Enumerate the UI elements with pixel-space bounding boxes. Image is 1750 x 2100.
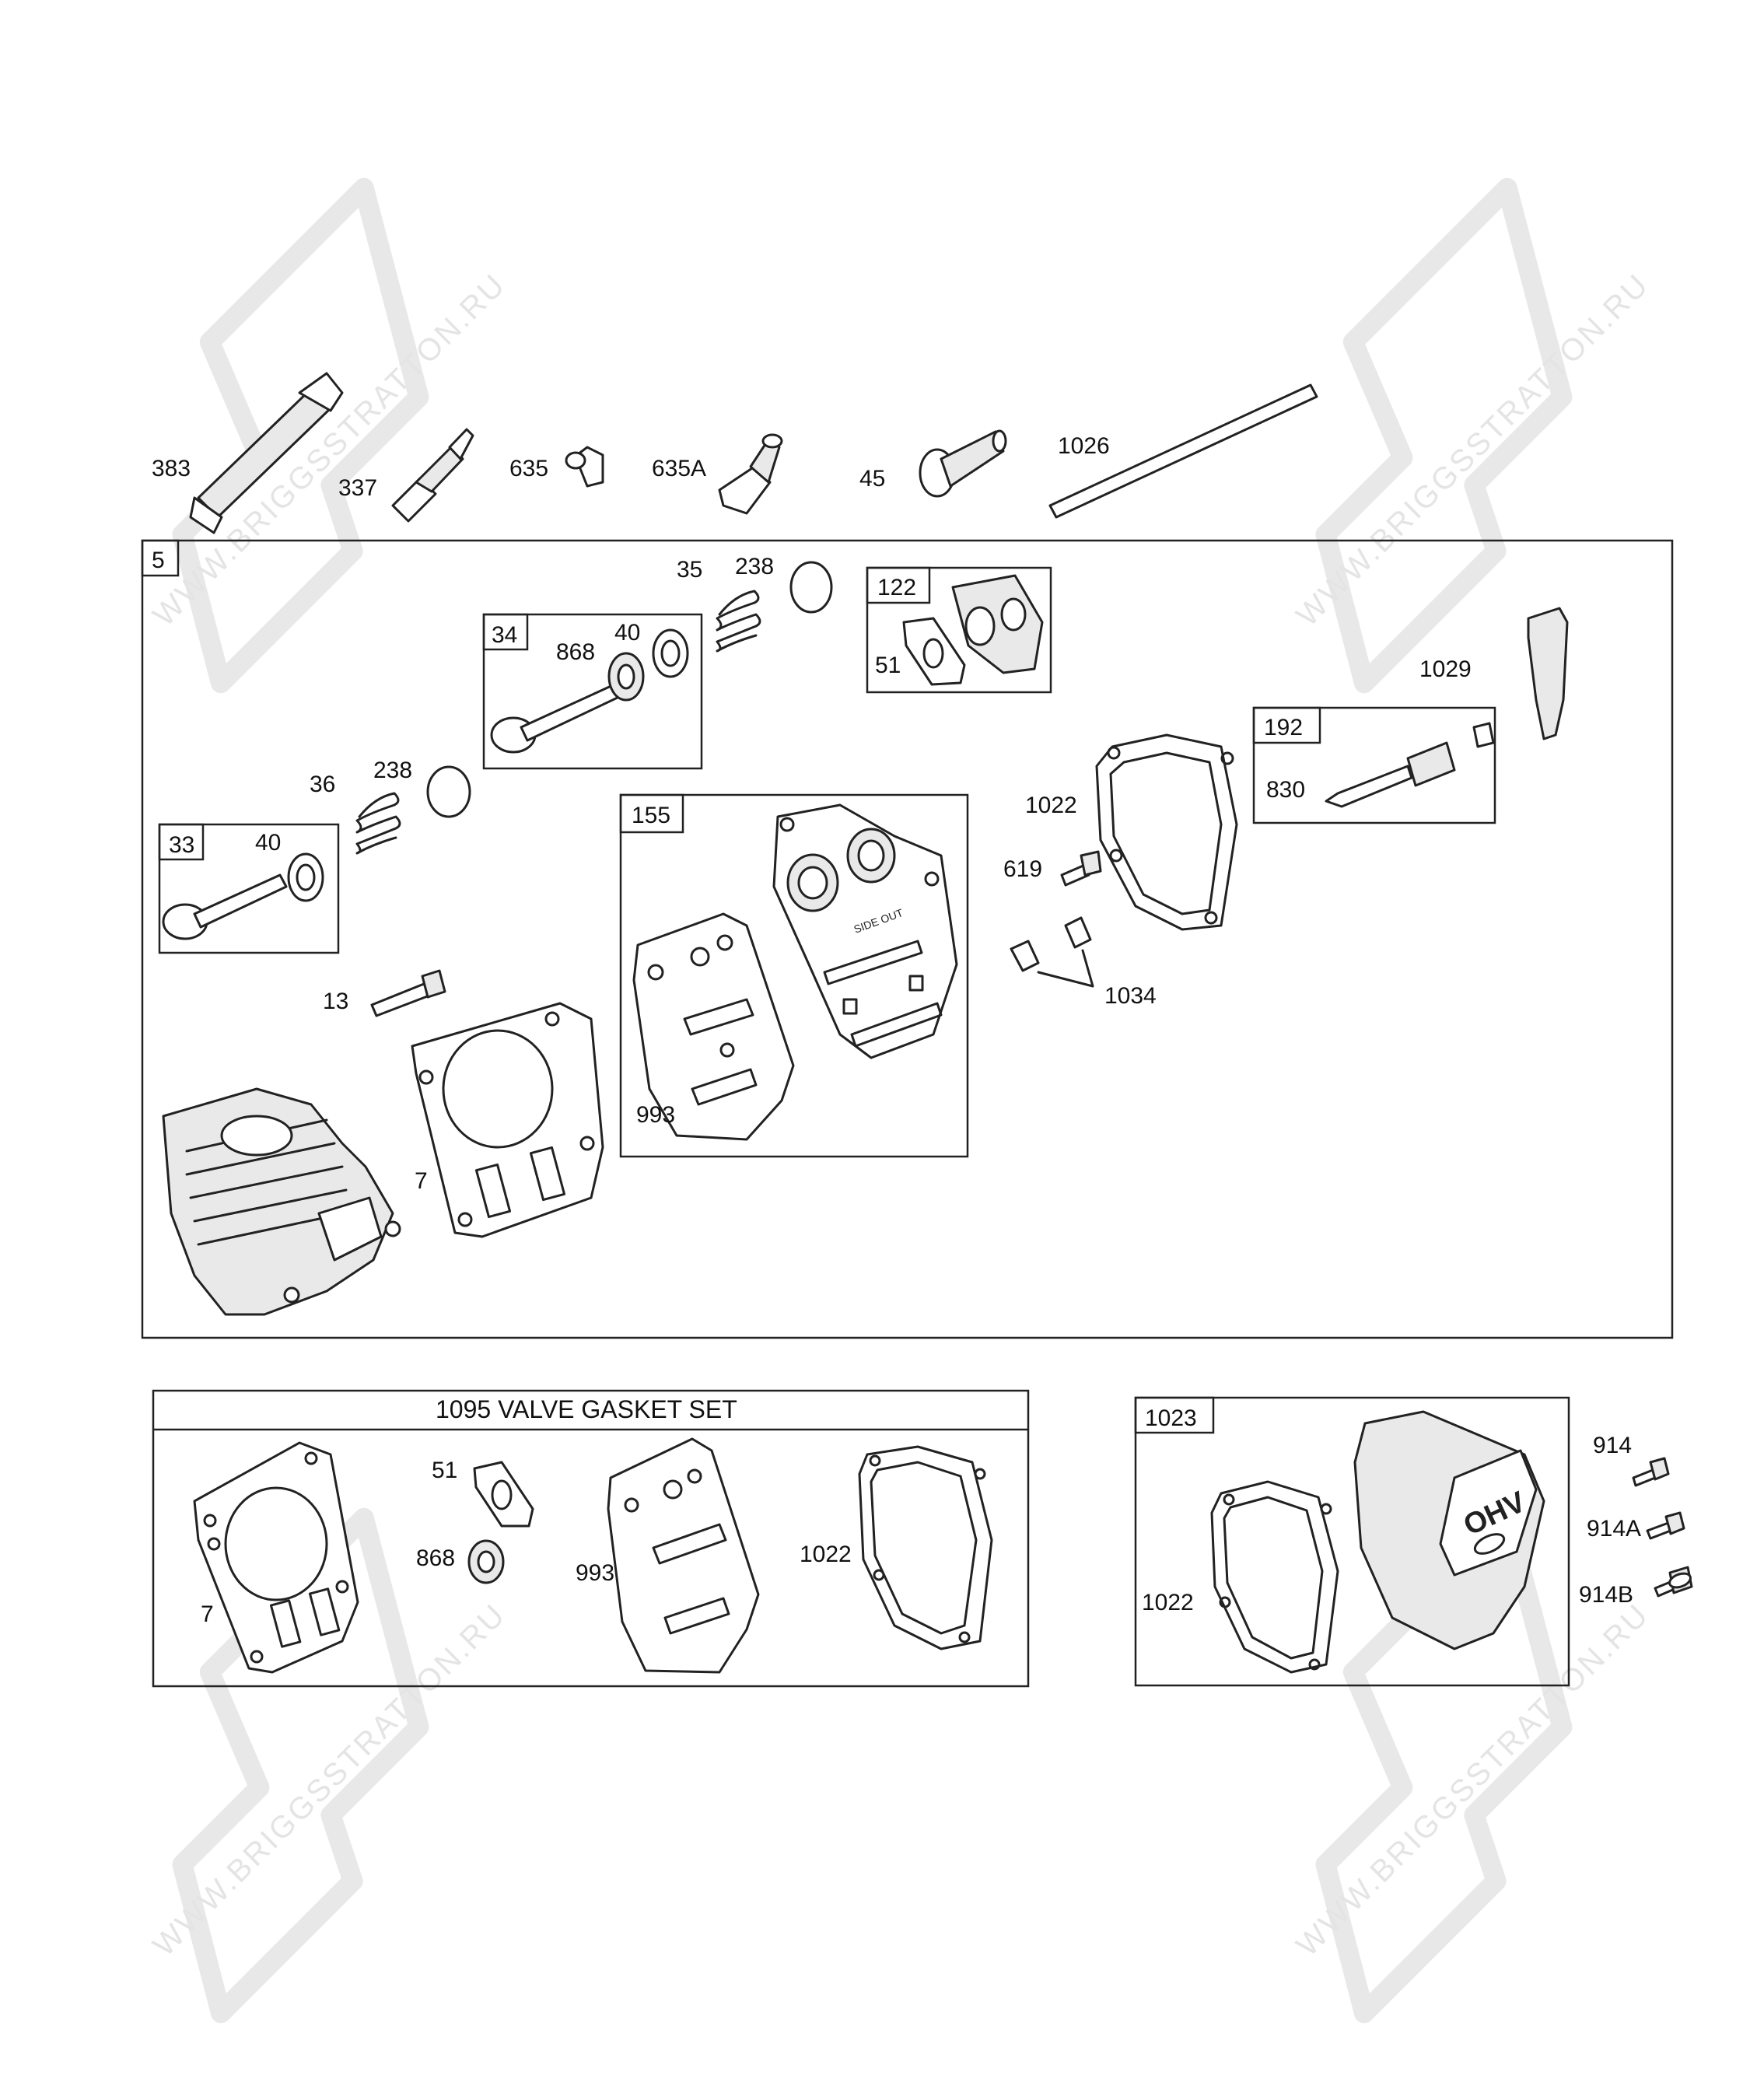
kit-155-number: 155 [632, 803, 670, 828]
part-993-intake-gasket [632, 912, 795, 1141]
cover-kit-box [1134, 1396, 1570, 1687]
label-868-set: 868 [416, 1545, 455, 1571]
label-914: 914 [1593, 1433, 1632, 1458]
part-7-head-gasket [411, 1002, 604, 1238]
label-337: 337 [338, 475, 377, 501]
part-619-bolt [1060, 850, 1102, 887]
part-40-retainer-upper [652, 628, 689, 678]
label-238-upper: 238 [735, 554, 774, 579]
group-5-box [141, 539, 1674, 1339]
kit-155-box [619, 793, 969, 1158]
label-45: 45 [859, 466, 885, 492]
part-1026-push-rod [1048, 383, 1318, 519]
label-7-main: 7 [415, 1168, 428, 1194]
part-1022-cover-gasket-set [858, 1445, 993, 1650]
label-383: 383 [152, 456, 191, 481]
label-1034: 1034 [1104, 983, 1157, 1009]
part-13-head-bolt [370, 969, 446, 1017]
part-51-gasket-set [473, 1461, 534, 1528]
label-830: 830 [1266, 777, 1305, 803]
part-993-intake-gasket-set [607, 1437, 760, 1674]
label-36: 36 [310, 772, 335, 797]
part-155-cylinder-head-gasket: SIDE OUT [772, 803, 958, 1059]
part-238-valve-cap-lower [426, 765, 471, 818]
label-914b: 914B [1579, 1582, 1633, 1608]
cover-kit-number: 1023 [1145, 1405, 1197, 1431]
part-1022-cover-gasket-kit [1210, 1480, 1339, 1674]
kit-34-number: 34 [492, 622, 517, 648]
label-993-set: 993 [576, 1560, 614, 1586]
label-40-kit33: 40 [255, 830, 281, 856]
kit-122-number-box [866, 566, 931, 604]
part-1034-clips [1010, 916, 1094, 988]
group-5-number: 5 [152, 548, 165, 573]
kit-33-number: 33 [169, 832, 194, 858]
label-1022-main: 1022 [1025, 793, 1077, 818]
label-993-kit155: 993 [636, 1102, 675, 1128]
part-914-screw [1632, 1457, 1670, 1487]
part-51-gasket-small [902, 617, 966, 686]
part-36-valve-spring [355, 792, 401, 855]
part-40-retainer-lower [287, 852, 324, 902]
label-51-set: 51 [432, 1458, 457, 1483]
part-33-intake-valve [162, 873, 288, 940]
kit-192-number-box [1252, 706, 1321, 744]
label-914a: 914A [1587, 1516, 1641, 1542]
label-35: 35 [677, 557, 702, 583]
part-122-rocker-stud-guide [951, 574, 1044, 674]
kit-33-box [158, 823, 340, 954]
kit-34-number-box [482, 613, 529, 651]
label-635: 635 [509, 456, 548, 481]
part-1022-rocker-cover-gasket [1095, 733, 1238, 931]
label-51-kit122: 51 [875, 653, 901, 678]
gasket-set-box [152, 1389, 1030, 1688]
part-383-breather-tube [189, 372, 344, 534]
kit-192-number: 192 [1264, 715, 1303, 740]
kit-122-number: 122 [877, 575, 916, 600]
part-868-valve-seal-set [467, 1539, 505, 1584]
part-45-tappet [919, 429, 1007, 498]
cover-kit-number-box [1134, 1396, 1215, 1434]
part-238-valve-cap-upper [789, 561, 833, 614]
label-868-kit34: 868 [556, 639, 595, 665]
part-914a-screw [1646, 1511, 1685, 1540]
part-635a-boot-connector [718, 433, 783, 515]
part-830-rocker-stud [1325, 722, 1495, 808]
part-7-head-gasket-set [193, 1441, 359, 1674]
label-1026: 1026 [1058, 433, 1110, 459]
group-5-number-box [141, 539, 180, 577]
label-1022-kit: 1022 [1142, 1590, 1194, 1615]
label-238-lower: 238 [373, 758, 412, 783]
label-1022-set: 1022 [800, 1542, 852, 1567]
label-635a: 635A [652, 456, 706, 481]
kit-34-box [482, 613, 703, 770]
gasket-set-title: 1095 VALVE GASKET SET [436, 1395, 737, 1423]
part-34-exhaust-valve [490, 683, 622, 754]
label-13: 13 [323, 989, 348, 1014]
part-868-valve-seal-upper [607, 652, 645, 702]
part-914b-screw [1654, 1566, 1693, 1598]
kit-192-box [1252, 706, 1496, 824]
label-7-set: 7 [201, 1601, 214, 1627]
kit-155-number-box [619, 793, 684, 834]
label-40-kit34: 40 [614, 620, 640, 646]
part-1023-rocker-cover: OHV [1353, 1410, 1545, 1650]
part-cylinder-head [162, 1087, 401, 1316]
label-619: 619 [1003, 856, 1042, 882]
part-635-plug-boot [565, 446, 604, 488]
watermark-top-right: WWW.BRIGGSSTRATTON.RU [1188, 165, 1706, 683]
part-337-spark-plug [391, 428, 474, 523]
part-35-valve-spring [716, 590, 761, 653]
kit-122-box [866, 566, 1052, 694]
part-1029-rocker-arm [1527, 607, 1569, 740]
kit-33-number-box [158, 823, 205, 861]
label-1029: 1029 [1419, 656, 1472, 682]
